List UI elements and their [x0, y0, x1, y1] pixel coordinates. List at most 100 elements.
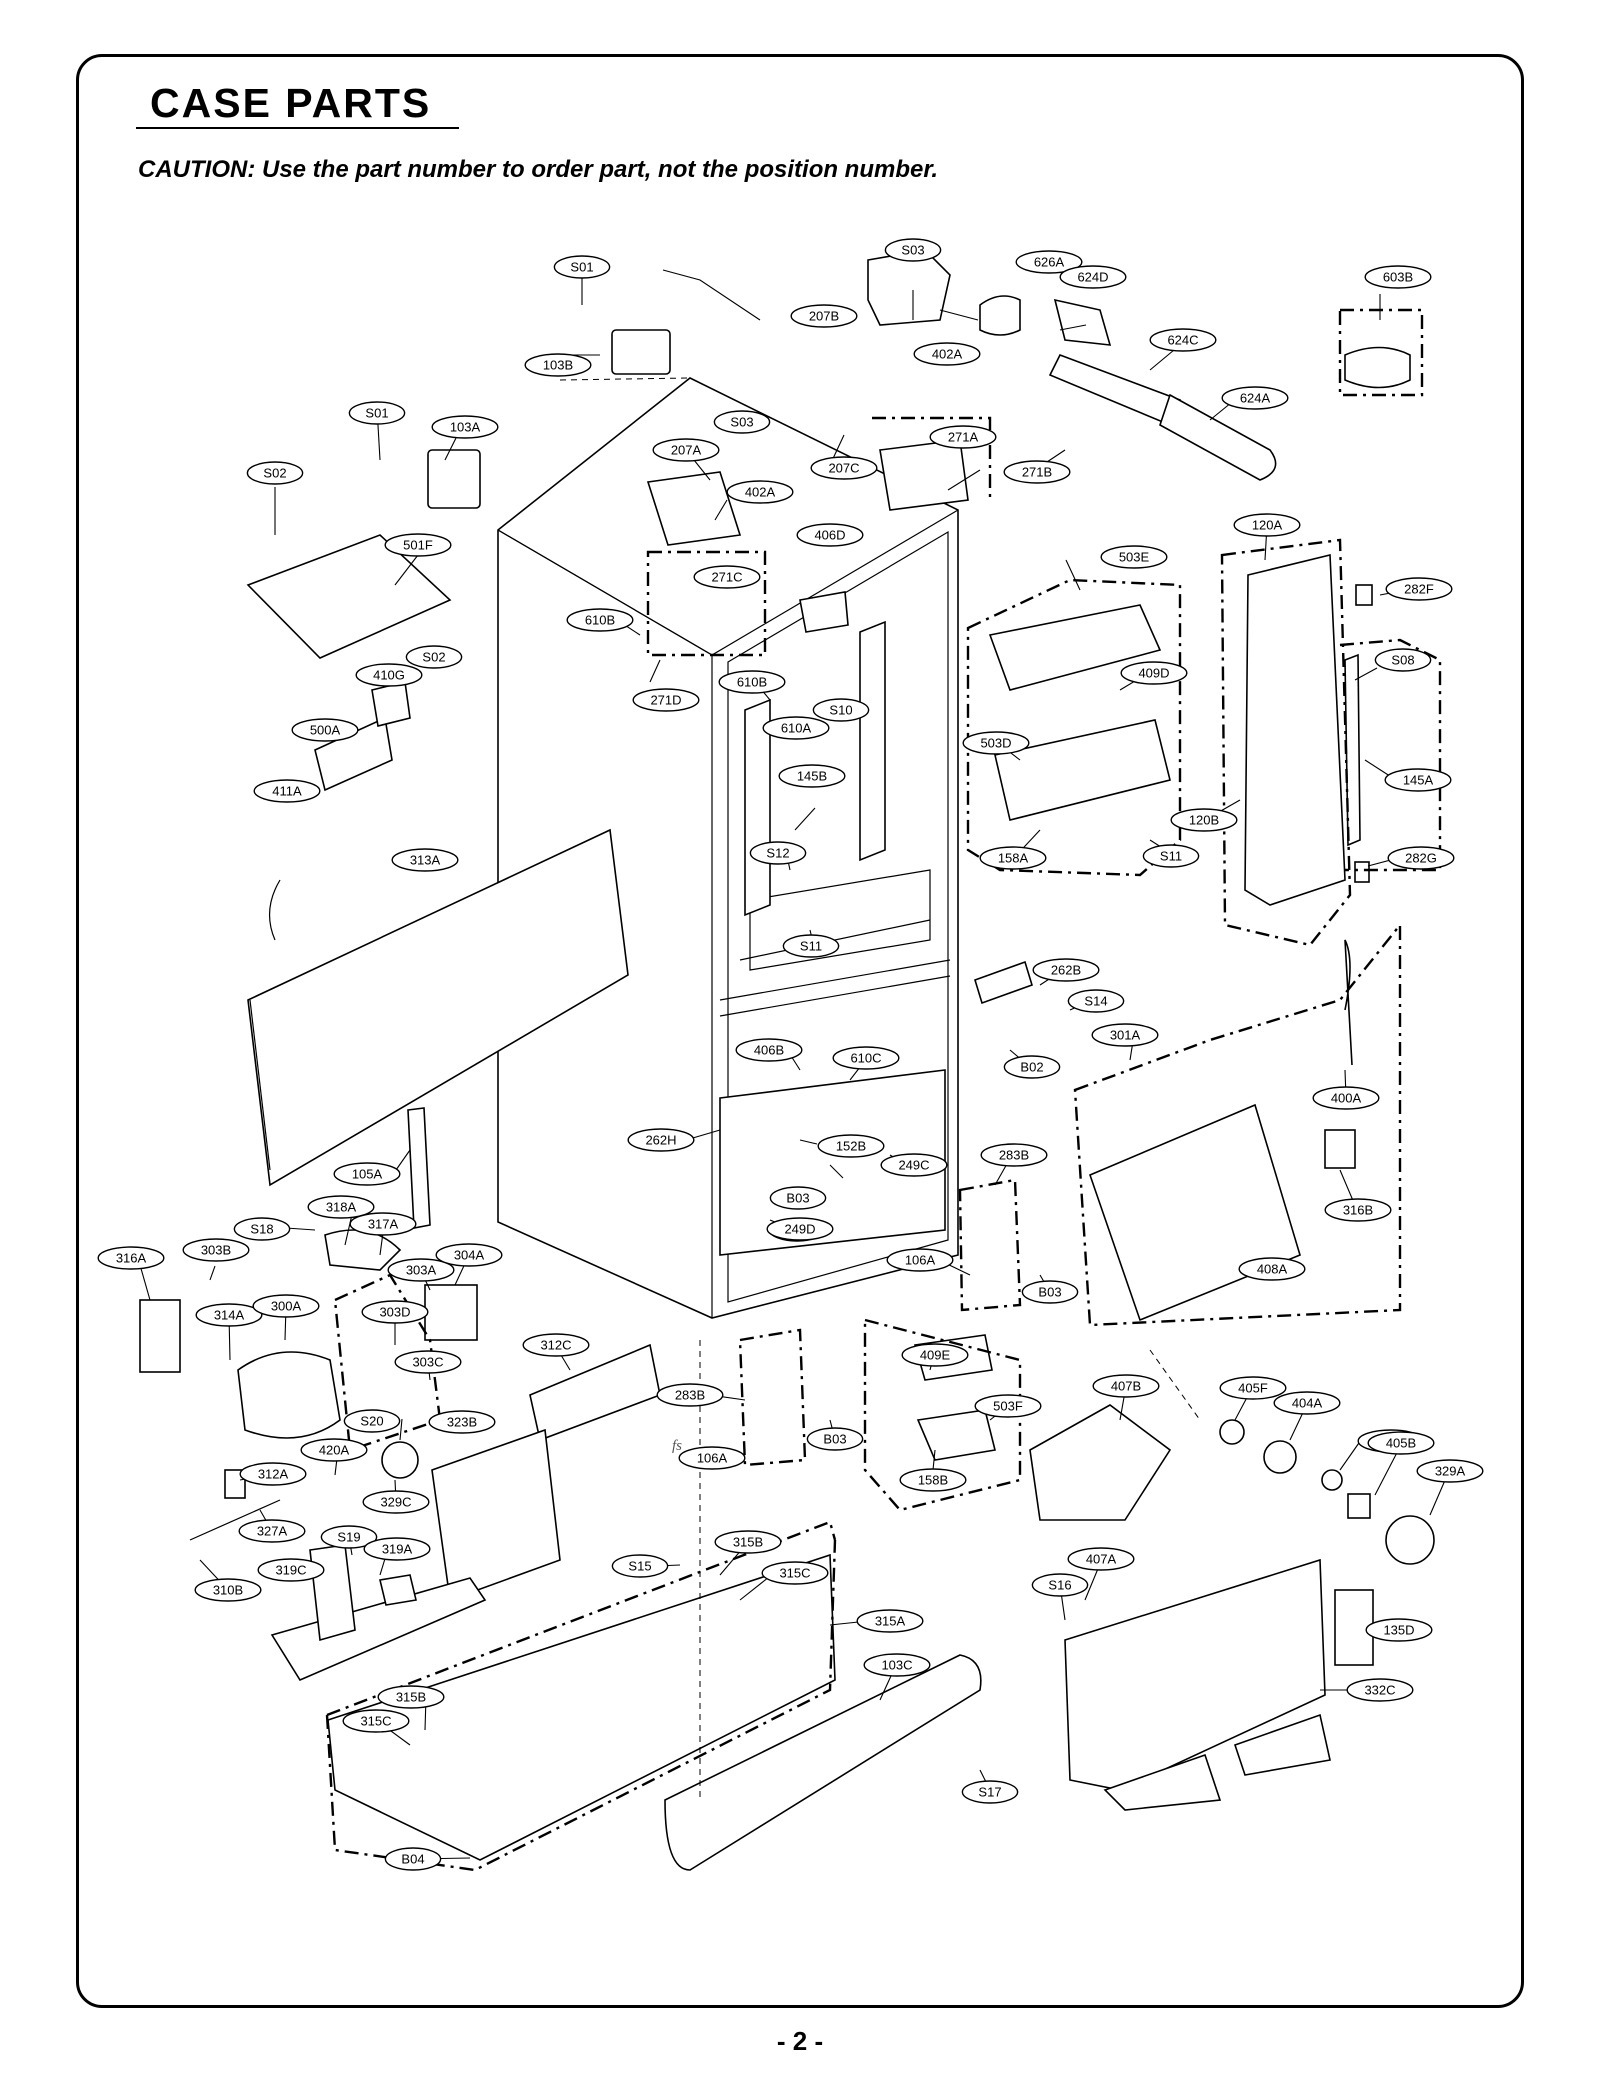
callout-315c: 315C [342, 1709, 410, 1733]
page-title: CASE PARTS [150, 80, 432, 126]
callout-label: 315B [396, 1690, 426, 1705]
callout-label: 271D [650, 693, 681, 708]
callout-label: 626A [1034, 255, 1065, 270]
callout-300a: 300A [252, 1294, 320, 1318]
callout-label: B04 [401, 1852, 424, 1867]
callout-label: 503E [1119, 550, 1150, 565]
callout-s14: S14 [1067, 989, 1125, 1013]
callout-label: 303C [412, 1355, 443, 1370]
callout-120a: 120A [1233, 513, 1301, 537]
callout-s18: S18 [233, 1217, 291, 1241]
callout-label: 103C [881, 1658, 912, 1673]
callout-label: B03 [1038, 1285, 1061, 1300]
callout-label: S12 [766, 846, 789, 861]
callout-label: S15 [628, 1559, 651, 1574]
callout-label: S03 [901, 243, 924, 258]
callout-b04: B04 [384, 1847, 442, 1871]
callout-label: 610A [781, 721, 812, 736]
callout-s08: S08 [1374, 648, 1432, 672]
callout-s20: S20 [343, 1409, 401, 1433]
top-cover-parts [427, 249, 1411, 633]
callout-s10: S10 [812, 698, 870, 722]
callout-label: 303B [201, 1243, 231, 1258]
callout-label: 314A [214, 1308, 245, 1323]
callout-624d: 624D [1059, 265, 1127, 289]
stray-mark: fs [672, 1438, 682, 1454]
callout-label: S01 [570, 260, 593, 275]
callout-610c: 610C [832, 1046, 900, 1070]
callout-label: 105A [352, 1167, 383, 1182]
callout-label: 207A [671, 443, 702, 458]
callout-label: 310B [213, 1583, 243, 1598]
callout-207a: 207A [652, 438, 720, 462]
callout-label: 405B [1386, 1436, 1416, 1451]
callout-s16: S16 [1031, 1573, 1089, 1597]
callout-label: 319C [275, 1563, 306, 1578]
callout-label: 408A [1257, 1262, 1288, 1277]
callout-283b: 283B [656, 1383, 724, 1407]
callout-314a: 314A [195, 1303, 263, 1327]
callout-label: 316B [1343, 1203, 1373, 1218]
callout-label: 145B [797, 769, 827, 784]
callout-282f: 282F [1385, 577, 1453, 601]
callout-304a: 304A [435, 1243, 503, 1267]
callout-label: S01 [365, 406, 388, 421]
callout-label: 145A [1403, 773, 1434, 788]
callout-103a: 103A [431, 415, 499, 439]
callout-312c: 312C [522, 1333, 590, 1357]
callout-315a: 315A [856, 1609, 924, 1633]
callout-503e: 503E [1100, 545, 1168, 569]
callout-s17: S17 [961, 1780, 1019, 1804]
callout-label: 283B [675, 1388, 705, 1403]
callout-label: S17 [978, 1785, 1001, 1800]
callout-b03: B03 [769, 1186, 827, 1210]
callout-label: 406D [814, 528, 845, 543]
callout-label: 315B [733, 1535, 763, 1550]
callout-label: 407B [1111, 1379, 1141, 1394]
callout-405f: 405F [1219, 1376, 1287, 1400]
callout-label: 503F [993, 1399, 1023, 1414]
caution-note: CAUTION: Use the part number to order pa… [138, 156, 939, 183]
callout-label: 323B [447, 1415, 477, 1430]
callout-label: 249D [784, 1222, 815, 1237]
callout-label: 329A [1435, 1464, 1466, 1479]
callout-label: S14 [1084, 994, 1107, 1009]
callout-label: 271C [711, 570, 742, 585]
callout-103b: 103B [524, 353, 592, 377]
callout-313a: 313A [391, 848, 459, 872]
callout-503f: 503F [974, 1394, 1042, 1418]
callout-label: S18 [250, 1222, 273, 1237]
callout-624c: 624C [1149, 328, 1217, 352]
callout-106a: 106A [886, 1248, 954, 1272]
callout-label: 283B [999, 1148, 1029, 1163]
callout-label: 303A [406, 1263, 437, 1278]
callout-500a: 500A [291, 718, 359, 742]
callout-s11: S11 [782, 934, 840, 958]
callout-label: 207C [828, 461, 859, 476]
callout-319c: 319C [257, 1558, 325, 1582]
callout-303c: 303C [394, 1350, 462, 1374]
callout-271c: 271C [693, 565, 761, 589]
callout-label: 106A [697, 1451, 728, 1466]
callout-s19: S19 [320, 1525, 378, 1549]
callout-label: 262H [645, 1133, 676, 1148]
callout-label: 207B [809, 309, 839, 324]
callout-label: 411A [272, 784, 302, 799]
callout-s01: S01 [348, 401, 406, 425]
callout-label: 329C [380, 1495, 411, 1510]
callout-145b: 145B [778, 764, 846, 788]
callout-label: B02 [1020, 1060, 1043, 1075]
callout-315c: 315C [761, 1561, 829, 1585]
callout-label: 318A [326, 1200, 357, 1215]
callout-label: 103A [450, 420, 481, 435]
callout-label: 158A [998, 851, 1029, 866]
callout-s03: S03 [884, 238, 942, 262]
callout-135d: 135D [1365, 1618, 1433, 1642]
callout-303b: 303B [182, 1238, 250, 1262]
callout-label: 152B [836, 1139, 866, 1154]
callout-label: 282G [1405, 851, 1437, 866]
callout-label: S02 [263, 466, 286, 481]
title-underline [136, 127, 459, 129]
callout-402a: 402A [913, 342, 981, 366]
callout-label: S11 [800, 939, 822, 954]
